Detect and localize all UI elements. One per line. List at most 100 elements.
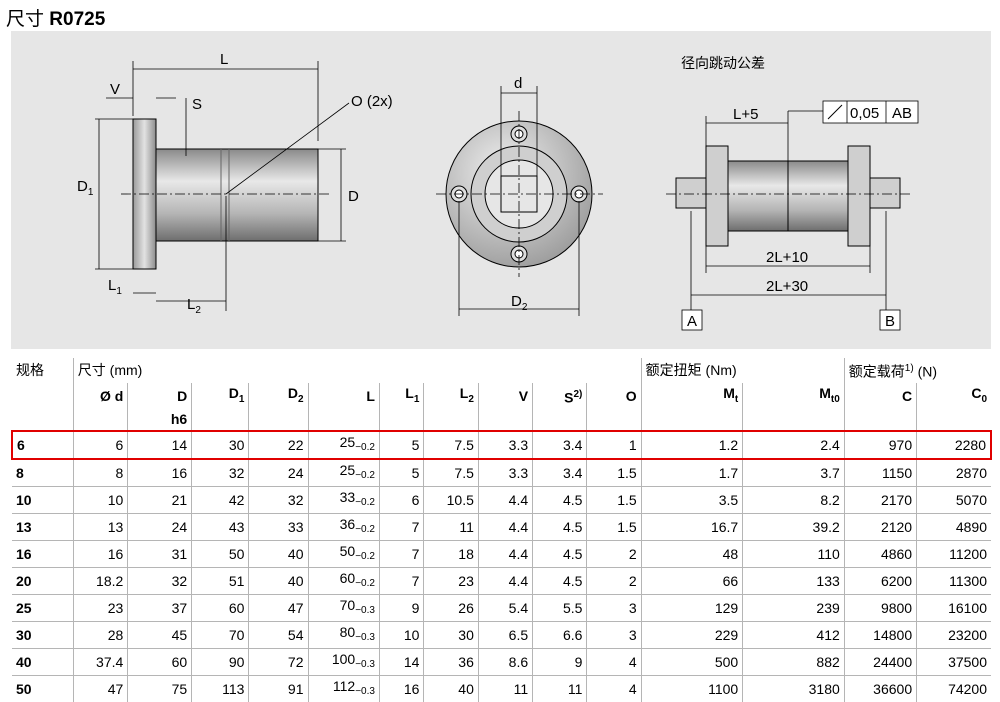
- label-D1: D1: [77, 178, 94, 198]
- cell-O: 4: [586, 675, 642, 702]
- cell-D1: 70: [191, 621, 249, 649]
- label-O: O (2x): [351, 93, 393, 110]
- cell-S: 3.4: [532, 430, 587, 461]
- cell-L2: 36: [423, 648, 479, 676]
- header-load: 额定载荷1) (N): [843, 358, 991, 383]
- cell-O: 2: [586, 567, 642, 595]
- col-L: L: [307, 382, 380, 410]
- header-dims: 尺寸 (mm): [72, 358, 642, 383]
- cell-d: 37.4: [72, 648, 128, 676]
- cell-L1: 7: [378, 567, 424, 595]
- cell-C0: 5070: [916, 486, 991, 514]
- runout-view: [666, 100, 919, 331]
- cell-C0: 4890: [916, 513, 991, 541]
- cell-D2: 22: [248, 430, 308, 461]
- cell-C: 6200: [843, 567, 917, 595]
- cell-O: 3: [586, 621, 642, 649]
- cell-size: 16: [12, 540, 74, 568]
- col-D2: D2: [248, 382, 308, 410]
- cell-L-tolerance: −0.3: [355, 605, 375, 617]
- cell-D1: 30: [191, 430, 249, 461]
- col-L2: L2: [423, 382, 479, 410]
- cell-Mt: 3.5: [640, 486, 743, 514]
- cell-L2: 23: [423, 567, 479, 595]
- cell-L2: 18: [423, 540, 479, 568]
- header-size: 规格: [16, 361, 44, 378]
- cell-Mt0: 3.7: [742, 458, 845, 487]
- cell-d: 8: [72, 458, 128, 487]
- col-d: Ø d: [72, 382, 128, 410]
- cell-L-tolerance: −0.2: [355, 551, 375, 563]
- cell-L2: 7.5: [423, 458, 479, 487]
- cell-size: 6: [10, 430, 74, 461]
- cell-D: 32: [127, 567, 192, 595]
- cell-S: 9: [532, 648, 587, 676]
- cell-C0: 23200: [916, 621, 991, 649]
- col-C: C: [843, 382, 917, 410]
- cell-d: 13: [72, 513, 128, 541]
- cell-L1: 5: [378, 430, 424, 461]
- cell-Mt: 1100: [640, 675, 743, 702]
- cell-L: 112−0.3: [307, 675, 380, 702]
- cell-Mt0: 239: [742, 594, 845, 622]
- cell-d: 10: [72, 486, 128, 514]
- cell-d: 18.2: [72, 567, 128, 595]
- cell-Mt: 500: [640, 648, 743, 676]
- cell-L-tolerance: −0.2: [355, 470, 375, 482]
- label-L5: L+5: [733, 106, 758, 123]
- cell-L-tolerance: −0.3: [355, 659, 375, 671]
- cell-D: 21: [127, 486, 192, 514]
- cell-C: 9800: [843, 594, 917, 622]
- col-Mt0: Mt0: [742, 382, 845, 410]
- cell-L: 33−0.2: [307, 486, 380, 514]
- cell-Mt0: 882: [742, 648, 845, 676]
- col-Mt: Mt: [640, 382, 743, 410]
- cell-d: 6: [72, 430, 128, 461]
- cell-O: 1.5: [586, 513, 642, 541]
- label-V: V: [110, 81, 120, 98]
- cell-O: 4: [586, 648, 642, 676]
- cell-L2: 11: [423, 513, 479, 541]
- cell-D: 31: [127, 540, 192, 568]
- cell-C0: 2870: [916, 458, 991, 487]
- cell-V: 4.4: [477, 513, 533, 541]
- header-torque: 额定扭矩 (Nm): [640, 358, 845, 383]
- col-L1: L1: [378, 382, 424, 410]
- title-prefix: 尺寸: [6, 9, 45, 30]
- cell-D1: 50: [191, 540, 249, 568]
- cell-d: 16: [72, 540, 128, 568]
- cell-O: 1.5: [586, 458, 642, 487]
- cell-S: 3.4: [532, 458, 587, 487]
- cell-V: 3.3: [477, 458, 533, 487]
- cell-L-tolerance: −0.2: [355, 578, 375, 590]
- cell-d: 47: [72, 675, 128, 702]
- cell-L: 25−0.2: [307, 430, 380, 461]
- col-S: S2): [532, 382, 587, 410]
- cell-L1: 16: [378, 675, 424, 702]
- cell-L-tolerance: −0.2: [355, 524, 375, 536]
- col-D1: D1: [191, 382, 249, 410]
- cell-D2: 33: [248, 513, 308, 541]
- cell-C: 36600: [843, 675, 917, 702]
- tolerance-value: 0,05: [850, 105, 879, 122]
- cell-Mt0: 8.2: [742, 486, 845, 514]
- cell-S: 4.5: [532, 567, 587, 595]
- cell-L: 80−0.3: [307, 621, 380, 649]
- cell-size: 30: [12, 621, 74, 649]
- cell-S: 6.6: [532, 621, 587, 649]
- cell-L: 36−0.2: [307, 513, 380, 541]
- cell-D2: 40: [248, 540, 308, 568]
- label-D2: D2: [511, 293, 528, 313]
- cell-C0: 11300: [916, 567, 991, 595]
- cell-C0: 11200: [916, 540, 991, 568]
- cell-D1: 113: [191, 675, 249, 702]
- cell-D1: 51: [191, 567, 249, 595]
